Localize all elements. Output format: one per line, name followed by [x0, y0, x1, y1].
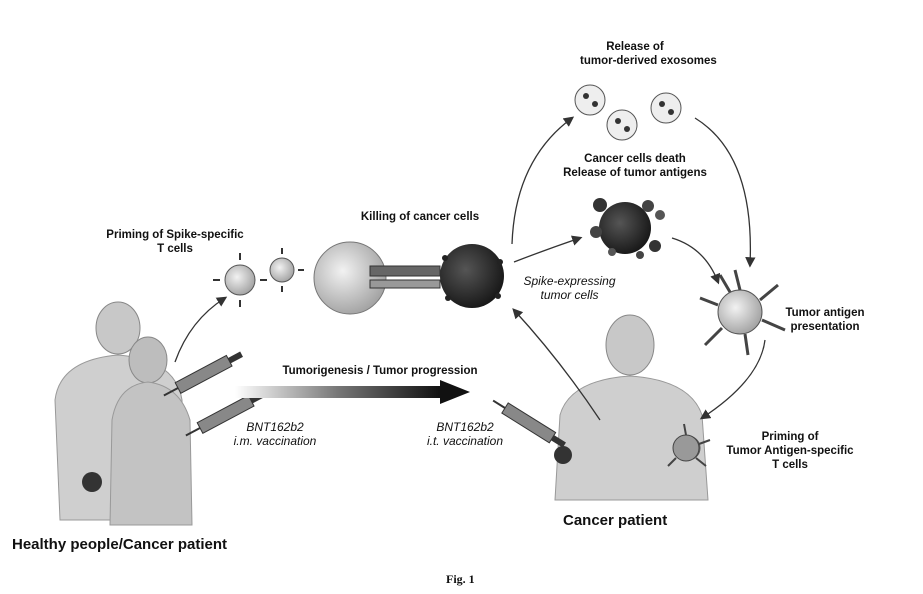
cancer-cell-icon: [590, 198, 665, 259]
dendritic-cell-icon: [700, 270, 785, 355]
bnt-it-label: BNT162b2 i.t. vaccination: [400, 420, 530, 448]
t-cell-icon: [213, 248, 304, 307]
human-figure-icon: [554, 315, 708, 500]
priming-spike-label: Priming of Spike-specific T cells: [95, 228, 255, 256]
t-cell-icon: [314, 242, 440, 314]
healthy-people-title: Healthy people/Cancer patient: [12, 536, 227, 553]
bnt-im-label: BNT162b2 i.m. vaccination: [210, 420, 340, 448]
killing-label: Killing of cancer cells: [340, 210, 500, 224]
exosome-icon: [575, 85, 681, 140]
priming-tumor-label: Priming of Tumor Antigen-specific T cell…: [705, 430, 875, 472]
figure-caption: Fig. 1: [446, 572, 475, 587]
cancer-cell-icon: [440, 244, 504, 308]
human-figure-icon: [55, 302, 192, 525]
spike-tumor-label: Spike-expressing tumor cells: [512, 274, 627, 302]
release-exosomes-label: Release of tumor-derived exosomes: [580, 40, 690, 68]
tumor-antigen-presentation-label: Tumor antigen presentation: [775, 306, 875, 334]
cancer-patient-title: Cancer patient: [563, 512, 667, 529]
tumorigenesis-label: Tumorigenesis / Tumor progression: [250, 364, 510, 378]
tumor-progression-arrow: [235, 380, 470, 404]
cancer-cell-death-label: Cancer cells death Release of tumor anti…: [560, 152, 710, 180]
